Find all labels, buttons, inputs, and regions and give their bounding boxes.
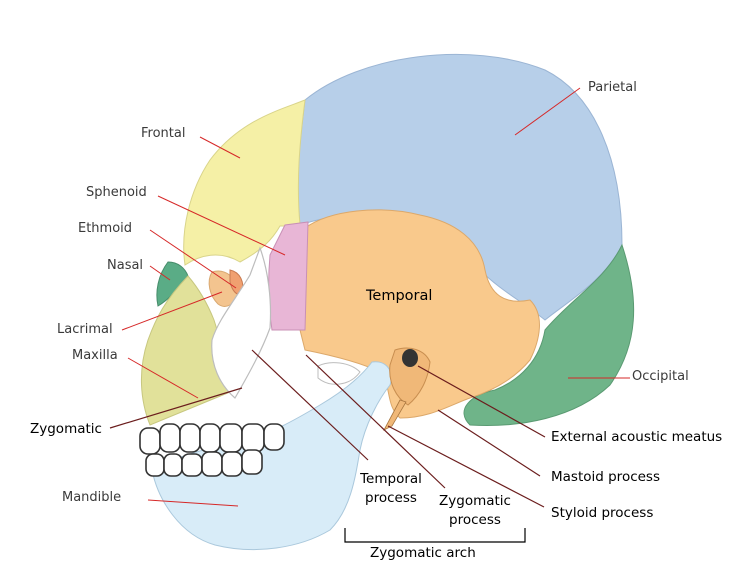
sphenoid-bone <box>268 221 309 331</box>
label-temporal-process: Temporal process <box>360 471 422 506</box>
teeth <box>139 423 285 477</box>
label-zygomatic-arch: Zygomatic arch <box>370 545 476 561</box>
label-mastoid-process: Mastoid process <box>551 469 660 485</box>
maxilla-bone <box>141 275 231 426</box>
label-occipital: Occipital <box>632 369 689 384</box>
label-parietal: Parietal <box>588 80 637 95</box>
label-mandible: Mandible <box>62 490 122 505</box>
frontal-bone <box>183 99 306 266</box>
parietal-bone <box>297 53 623 321</box>
label-external-acoustic-meatus: External acoustic meatus <box>551 429 723 445</box>
label-ethmoid: Ethmoid <box>78 221 133 236</box>
leader-lines <box>121 87 630 507</box>
label-nasal: Nasal <box>107 258 144 273</box>
mastoid-region <box>389 347 431 406</box>
label-maxilla: Maxilla <box>72 348 118 363</box>
occipital-bone <box>463 243 635 426</box>
label-zygomatic: Zygomatic <box>30 421 102 437</box>
label-temporal: Temporal <box>366 288 433 304</box>
arch-notch <box>317 362 361 385</box>
styloid-spike <box>383 399 407 431</box>
dark-leader-lines <box>109 349 546 508</box>
zygomatic-arch-bracket <box>344 528 526 543</box>
label-sphenoid: Sphenoid <box>86 185 147 200</box>
external-acoustic-meatus-hole <box>402 349 418 367</box>
zygomatic-bone <box>211 246 272 399</box>
label-frontal: Frontal <box>141 126 186 141</box>
temporal-bone <box>299 209 540 419</box>
label-lacrimal: Lacrimal <box>57 322 113 337</box>
label-styloid-process: Styloid process <box>551 505 654 521</box>
label-zygomatic-process: Zygomatic process <box>439 493 511 528</box>
